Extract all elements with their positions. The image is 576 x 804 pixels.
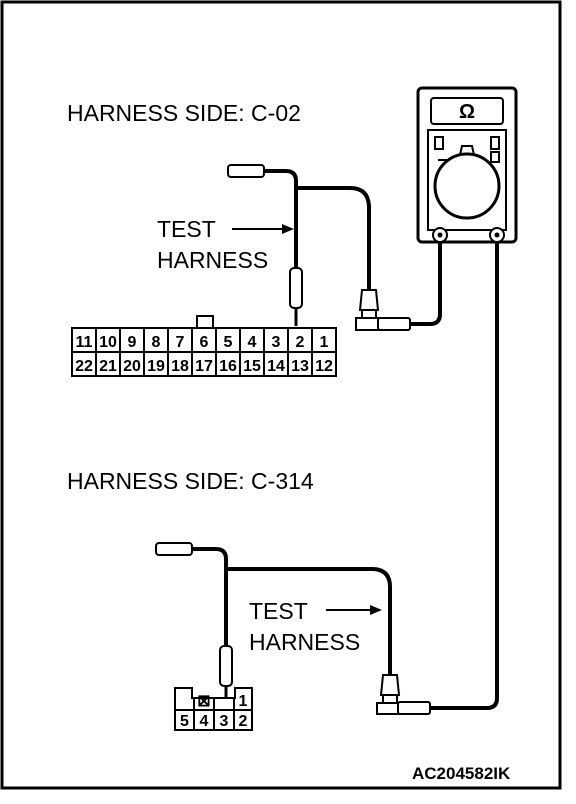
selector-dial <box>433 152 501 220</box>
connector-c02-pin-18: 18 <box>171 358 189 375</box>
ohmmeter: Ω <box>416 86 518 244</box>
connector-c02-pin-4: 4 <box>248 334 257 351</box>
test-harness-top-arrow <box>232 224 294 234</box>
test-harness-bottom-label-line2: HARNESS <box>249 629 360 655</box>
test-harness-top-label-line1: TEST <box>157 216 216 242</box>
ohmmeter-display <box>430 97 504 125</box>
connector-c02-pin-2: 2 <box>296 334 305 351</box>
meter-probe-left <box>377 242 442 331</box>
connector-c02-latch <box>196 315 214 329</box>
connector-c02-pin-10: 10 <box>99 334 117 351</box>
connector-c314-pin-3: 3 <box>220 713 229 730</box>
test-jack-right-center <box>494 232 500 238</box>
ohmmeter-panel <box>427 129 507 231</box>
connector-c02-pin-5: 5 <box>224 334 233 351</box>
harness-side-c02-label: HARNESS SIDE: C-02 <box>67 100 301 126</box>
connector-c02-pin-14: 14 <box>267 358 285 375</box>
connector-c02-pin-3: 3 <box>272 334 281 351</box>
harness-plug-c314 <box>155 542 193 556</box>
connector-c314-pin-5: 5 <box>180 713 189 730</box>
connector-c02-pin-17: 17 <box>195 358 213 375</box>
connector-c02-pin-22: 22 <box>75 358 93 375</box>
connector-c314-pin-1: 1 <box>239 693 248 710</box>
test-harness-c314 <box>155 242 499 715</box>
connector-c02-pin-7: 7 <box>176 334 185 351</box>
connector-c314-pin-2: 2 <box>239 713 248 730</box>
range-switch-left <box>434 136 444 150</box>
dial-pointer <box>459 145 475 156</box>
connector-c02-pin-19: 19 <box>147 358 165 375</box>
connector-c02-pin-9: 9 <box>128 334 137 351</box>
connector-c02-pin-16: 16 <box>219 358 237 375</box>
connector-c02-pin-12: 12 <box>315 358 333 375</box>
connector-c02-pin-15: 15 <box>243 358 261 375</box>
alligator-clip-bottom <box>376 674 405 715</box>
meter-probe-right <box>397 242 499 715</box>
range-switch-right-2 <box>490 151 500 163</box>
test-harness-top-label-line2: HARNESS <box>157 247 268 273</box>
harness-probe-c02 <box>289 267 303 309</box>
test-harness-bottom-label-line1: TEST <box>249 598 308 624</box>
connector-c314-pin-4: 4 <box>200 713 209 730</box>
harness-probe-c314 <box>219 645 233 687</box>
connector-c02-pin-13: 13 <box>291 358 309 375</box>
harness-side-c314-label: HARNESS SIDE: C-314 <box>67 468 314 494</box>
connector-c02-pin-6: 6 <box>200 334 209 351</box>
harness-plug-c02 <box>227 164 265 178</box>
connector-c02-pin-11: 11 <box>76 334 93 351</box>
test-harness-c02 <box>227 164 442 331</box>
connector-c02-pin-21: 21 <box>99 358 117 375</box>
reference-code: AC204582IK <box>412 764 511 783</box>
connector-c02-pin-1: 1 <box>320 334 329 351</box>
connector-c314-blank-pin: ⊠ <box>197 693 210 710</box>
test-jack-left-center <box>437 232 443 238</box>
outer-frame <box>0 0 562 790</box>
connector-c02-pin-8: 8 <box>152 334 161 351</box>
test-harness-bottom-arrow <box>326 605 382 615</box>
ohm-symbol: Ω <box>459 101 475 123</box>
range-switch-right <box>490 136 500 150</box>
connector-c02-pin-20: 20 <box>123 358 141 375</box>
